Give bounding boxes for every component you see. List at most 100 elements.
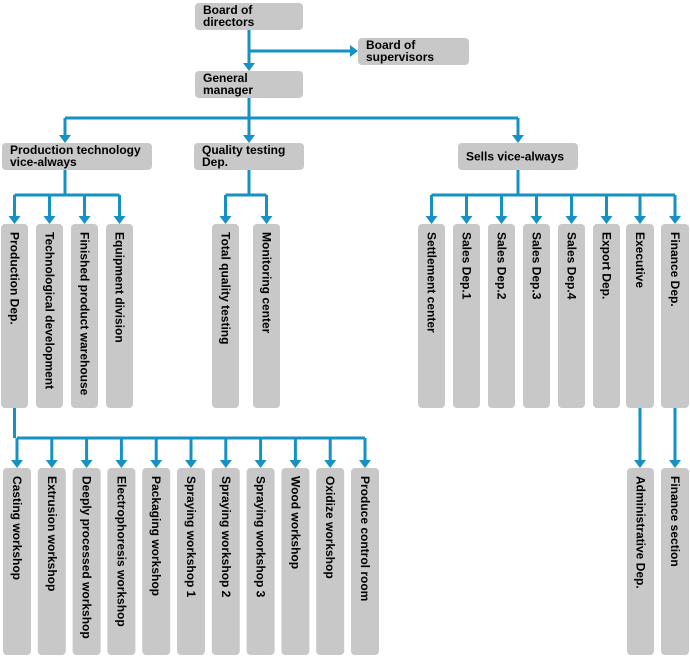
node-label: Sales Dep.1 xyxy=(460,232,474,300)
node-box xyxy=(142,468,171,655)
node-label: Deeply processed workshop xyxy=(80,476,94,639)
node-box xyxy=(246,468,275,655)
node-label: Spraying workshop 1 xyxy=(184,476,198,598)
node-sales3: Sales Dep.3 xyxy=(523,224,550,408)
arrow-head xyxy=(669,216,681,224)
node-casting: Casting workshop xyxy=(3,468,31,655)
node-box xyxy=(106,224,133,408)
node-box xyxy=(418,224,445,408)
node-box xyxy=(316,468,345,655)
arrow-head xyxy=(185,460,197,468)
node-label: Equipment division xyxy=(113,232,127,343)
node-box xyxy=(358,38,469,65)
arrow-head xyxy=(243,135,255,143)
node-spraying1: Spraying workshop 1 xyxy=(177,468,205,655)
node-label: Oxidize workshop xyxy=(323,476,337,579)
node-box xyxy=(71,224,98,408)
node-box xyxy=(626,224,654,408)
node-tech-dev: Technological development xyxy=(36,224,63,408)
node-export: Export Dep. xyxy=(593,224,620,408)
node-label: Production Dep. xyxy=(8,232,22,325)
node-label: General xyxy=(203,71,248,85)
node-box xyxy=(107,468,136,655)
node-oxidize: Oxidize workshop xyxy=(316,468,345,655)
arrow-head xyxy=(80,460,93,468)
arrow-head xyxy=(8,216,21,224)
node-label: Quality testing xyxy=(202,143,285,157)
node-label: Export Dep. xyxy=(600,232,614,299)
arrow-head xyxy=(600,216,613,224)
node-label: Extrusion workshop xyxy=(45,476,59,591)
node-sales4: Sales Dep.4 xyxy=(558,224,585,408)
node-box xyxy=(212,224,239,408)
node-label: Executive xyxy=(633,232,647,288)
node-box xyxy=(558,224,585,408)
node-box xyxy=(211,468,240,655)
node-label: Sells vice-always xyxy=(466,150,564,164)
node-label: Wood workshop xyxy=(288,476,302,569)
connectors xyxy=(8,30,681,468)
arrow-head xyxy=(669,460,681,468)
arrow-head xyxy=(289,460,302,468)
arrow-head xyxy=(324,460,337,468)
node-spraying3: Spraying workshop 3 xyxy=(246,468,275,655)
node-label: Board of xyxy=(366,38,416,52)
arrow-head xyxy=(260,216,273,224)
node-monitoring: Monitoring center xyxy=(253,224,280,408)
node-box xyxy=(453,224,480,408)
arrow-gm xyxy=(243,63,255,71)
arrow-head xyxy=(254,460,267,468)
node-label: vice-always xyxy=(10,155,77,169)
node-label: supervisors xyxy=(366,50,434,64)
node-sells: Sells vice-always xyxy=(458,143,578,170)
node-label: Sales Dep.4 xyxy=(565,232,579,300)
node-box xyxy=(253,224,280,408)
node-total-quality: Total quality testing xyxy=(212,224,239,408)
node-label: Finance section xyxy=(668,476,682,567)
node-box xyxy=(281,468,310,655)
arrow-head xyxy=(495,216,508,224)
node-control-room: Produce control room xyxy=(351,468,379,655)
arrow-head xyxy=(425,216,438,224)
arrow-head xyxy=(634,460,646,468)
node-box xyxy=(37,468,66,655)
arrow-head xyxy=(59,135,71,143)
node-box xyxy=(593,224,620,408)
node-label: Total quality testing xyxy=(219,232,233,344)
node-label: Spraying workshop 3 xyxy=(254,476,268,598)
arrow-head xyxy=(634,216,646,224)
arrow-head xyxy=(530,216,543,224)
node-admin-dep: Administrative Dep. xyxy=(627,468,654,655)
node-box xyxy=(661,468,689,655)
node-finished-warehouse: Finished product warehouse xyxy=(71,224,98,408)
arrow-head xyxy=(115,460,128,468)
node-box xyxy=(523,224,550,408)
node-finance-dep: Finance Dep. xyxy=(661,224,689,408)
arrow-head xyxy=(113,216,126,224)
arrow-head xyxy=(78,216,91,224)
node-label: Production technology xyxy=(10,143,141,157)
node-box xyxy=(2,143,152,170)
node-label: Technological development xyxy=(43,232,57,389)
arrow-head xyxy=(219,216,232,224)
node-box xyxy=(458,143,578,170)
node-box xyxy=(3,468,31,655)
arrow-head xyxy=(565,216,578,224)
node-box xyxy=(36,224,63,408)
node-box xyxy=(488,224,515,408)
node-label: Administrative Dep. xyxy=(634,476,648,589)
arrow-head xyxy=(219,460,232,468)
node-wood: Wood workshop xyxy=(281,468,310,655)
node-deeply: Deeply processed workshop xyxy=(72,468,101,655)
node-label: Produce control room xyxy=(358,476,372,601)
node-label: manager xyxy=(203,83,253,97)
node-label: Settlement center xyxy=(425,232,439,333)
node-finance-section: Finance section xyxy=(661,468,689,655)
node-extrusion: Extrusion workshop xyxy=(37,468,66,655)
